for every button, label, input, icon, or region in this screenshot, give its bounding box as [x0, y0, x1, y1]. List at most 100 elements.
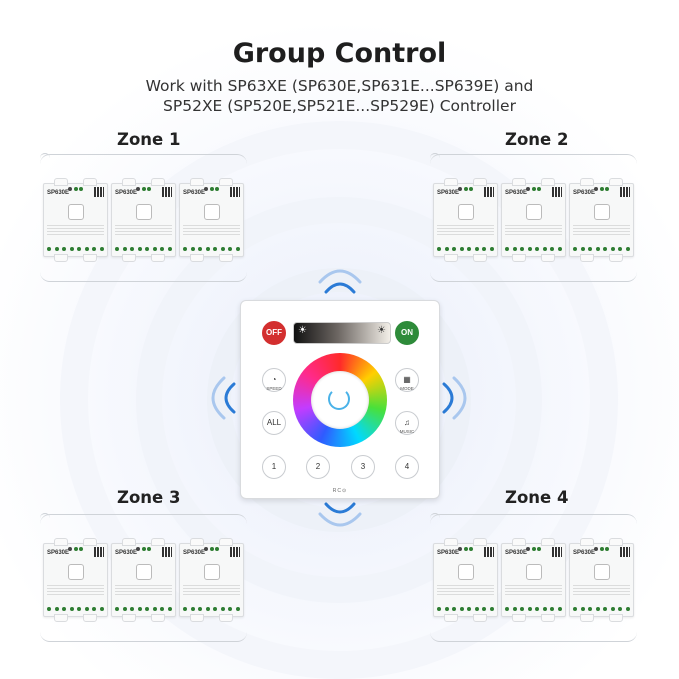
mount-tab [151, 254, 165, 262]
unit-push-button [458, 204, 474, 220]
terminal-block [505, 607, 562, 611]
mode-label: MODE [400, 386, 414, 391]
mount-tab [190, 614, 204, 622]
mount-tab [609, 178, 623, 186]
unit-push-button [136, 204, 152, 220]
mount-tab [609, 538, 623, 546]
group-3-button[interactable]: 3 [351, 455, 375, 479]
terminal-block [183, 247, 240, 251]
subtitle-line-1: Work with SP63XE (SP630E,SP631E...SP639E… [145, 77, 534, 95]
unit-push-button [68, 204, 84, 220]
mount-tab [512, 178, 526, 186]
unit-model-label: SP630E [437, 550, 460, 556]
color-wheel[interactable] [293, 353, 387, 447]
led-controller-unit: SP630E [569, 178, 634, 262]
mount-tab [54, 614, 68, 622]
mount-tab [512, 254, 526, 262]
group-2-button[interactable]: 2 [306, 455, 330, 479]
qr-code-icon [162, 547, 172, 557]
unit-push-button [594, 564, 610, 580]
zone-4-label: Zone 4 [505, 488, 569, 507]
mount-tab [219, 538, 233, 546]
status-leds [594, 187, 609, 191]
mount-tab [444, 614, 458, 622]
terminal-block [115, 607, 172, 611]
all-button[interactable]: ALL [262, 411, 286, 435]
page-subtitle: Work with SP63XE (SP630E,SP631E...SP639E… [0, 76, 679, 116]
status-leds [458, 547, 473, 551]
color-wheel-center [311, 371, 369, 429]
unit-model-label: SP630E [505, 190, 528, 196]
mount-tab [580, 614, 594, 622]
brightness-slider[interactable]: ☀ ☀ [293, 322, 391, 344]
qr-code-icon [620, 547, 630, 557]
mount-tab [122, 538, 136, 546]
qr-code-icon [94, 187, 104, 197]
terminal-block [573, 607, 630, 611]
music-label: MUSIC [399, 429, 415, 434]
unit-push-button [458, 564, 474, 580]
spec-label [115, 584, 172, 595]
mount-tab [541, 538, 555, 546]
status-leds [204, 187, 219, 191]
subtitle-line-2: SP52XE (SP520E,SP521E...SP529E) Controll… [163, 97, 516, 115]
led-controller-unit: SP630E [433, 178, 498, 262]
zone-2-group: SP630E SP630E SP630E [430, 153, 637, 282]
zone-2-label: Zone 2 [505, 130, 569, 149]
mount-tab [473, 538, 487, 546]
on-button[interactable]: ON [395, 321, 419, 345]
music-note-icon: ♫ [404, 418, 410, 427]
mount-tab [190, 538, 204, 546]
mount-tab [122, 178, 136, 186]
status-leds [136, 187, 151, 191]
mount-tab [151, 538, 165, 546]
signal-wave-top-icon [318, 269, 362, 294]
terminal-block [115, 247, 172, 251]
mount-tab [151, 614, 165, 622]
terminal-block [47, 607, 104, 611]
music-button[interactable]: ♫ MUSIC [395, 411, 419, 435]
unit-push-button [136, 564, 152, 580]
wall-panel-remote: OFF ☀ ☀ ON ◔ SPEED ▦ MODE ALL ♫ MUSIC 1 … [240, 300, 440, 499]
unit-model-label: SP630E [505, 550, 528, 556]
zone-units: SP630E SP630E SP630E [430, 178, 637, 262]
qr-code-icon [484, 547, 494, 557]
cycle-icon [328, 388, 350, 410]
mount-tab [219, 614, 233, 622]
speed-button[interactable]: ◔ SPEED [262, 368, 286, 392]
mount-tab [473, 178, 487, 186]
spec-label [573, 584, 630, 595]
mount-tab [219, 178, 233, 186]
unit-push-button [204, 204, 220, 220]
unit-model-label: SP630E [437, 190, 460, 196]
mount-tab [444, 178, 458, 186]
mount-tab [444, 538, 458, 546]
mount-tab [580, 178, 594, 186]
status-leds [526, 187, 541, 191]
mount-tab [54, 254, 68, 262]
brightness-low-sun-icon: ☀ [298, 325, 307, 336]
signal-wave-left-icon [211, 376, 236, 420]
status-leds [204, 547, 219, 551]
mount-tab [83, 254, 97, 262]
group-4-button[interactable]: 4 [395, 455, 419, 479]
zone-4-group: SP630E SP630E SP630E [430, 513, 637, 642]
unit-model-label: SP630E [573, 550, 596, 556]
status-leds [526, 547, 541, 551]
status-leds [458, 187, 473, 191]
mode-button[interactable]: ▦ MODE [395, 368, 419, 392]
spec-label [115, 224, 172, 235]
unit-push-button [526, 564, 542, 580]
group-1-button[interactable]: 1 [262, 455, 286, 479]
zone-units: SP630E SP630E SP630E [430, 538, 637, 622]
led-controller-unit: SP630E [179, 178, 244, 262]
unit-push-button [204, 564, 220, 580]
mount-tab [512, 538, 526, 546]
spec-label [505, 584, 562, 595]
off-button[interactable]: OFF [262, 321, 286, 345]
terminal-block [47, 247, 104, 251]
unit-push-button [526, 204, 542, 220]
qr-code-icon [552, 187, 562, 197]
